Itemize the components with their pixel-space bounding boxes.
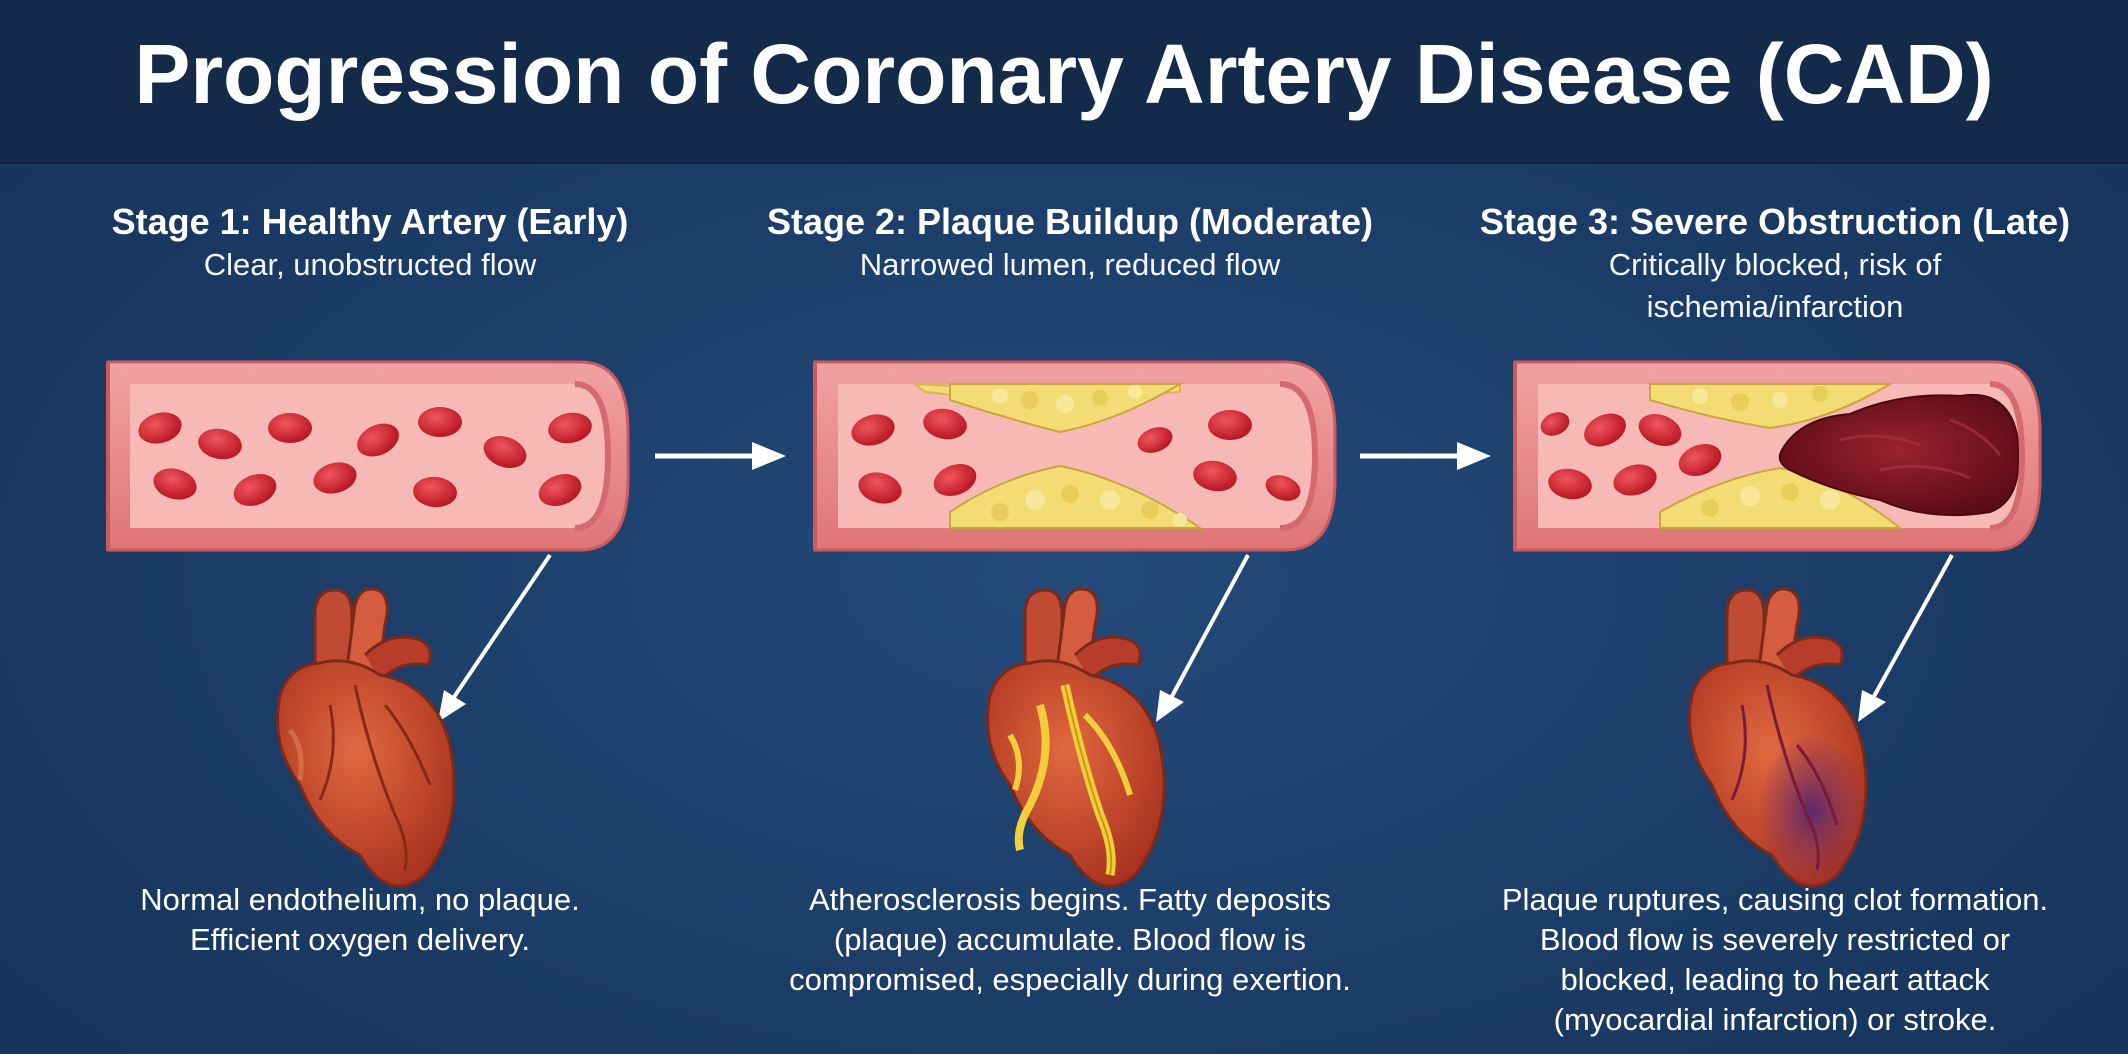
stage-3-description-line: blocked, leading to heart attack	[1430, 960, 2120, 1000]
stage-2-description-line: compromised, especially during exertion.	[725, 960, 1415, 1000]
arrow-down-left-icon	[1156, 555, 1248, 722]
stage-1-artery	[108, 362, 628, 550]
stage-1-description-line: Efficient oxygen delivery.	[15, 920, 705, 960]
arrow-right-icon	[1360, 442, 1491, 470]
arrow-down-left-icon	[438, 555, 550, 722]
stage-2-artery	[815, 362, 1335, 550]
stage-2-description: Atherosclerosis begins. Fatty deposits (…	[725, 880, 1415, 1000]
stage-3-artery	[1515, 362, 2040, 550]
stage-1-description: Normal endothelium, no plaque. Efficient…	[15, 880, 705, 960]
stage-1-description-line: Normal endothelium, no plaque.	[15, 880, 705, 920]
stage-3-description-line: Blood flow is severely restricted or	[1430, 920, 2120, 960]
stage-3-description-line: (myocardial infarction) or stroke.	[1430, 1000, 2120, 1040]
arrow-down-left-icon	[1858, 555, 1952, 722]
heart-icon	[988, 589, 1165, 886]
stage-3-description-line: Plaque ruptures, causing clot formation.	[1430, 880, 2120, 920]
stage-2-description-line: Atherosclerosis begins. Fatty deposits	[725, 880, 1415, 920]
stage-3-description: Plaque ruptures, causing clot formation.…	[1430, 880, 2120, 1040]
stage-2-description-line: (plaque) accumulate. Blood flow is	[725, 920, 1415, 960]
heart-icon	[278, 589, 455, 886]
heart-icon	[1690, 589, 1867, 886]
arrow-right-icon	[655, 442, 786, 470]
